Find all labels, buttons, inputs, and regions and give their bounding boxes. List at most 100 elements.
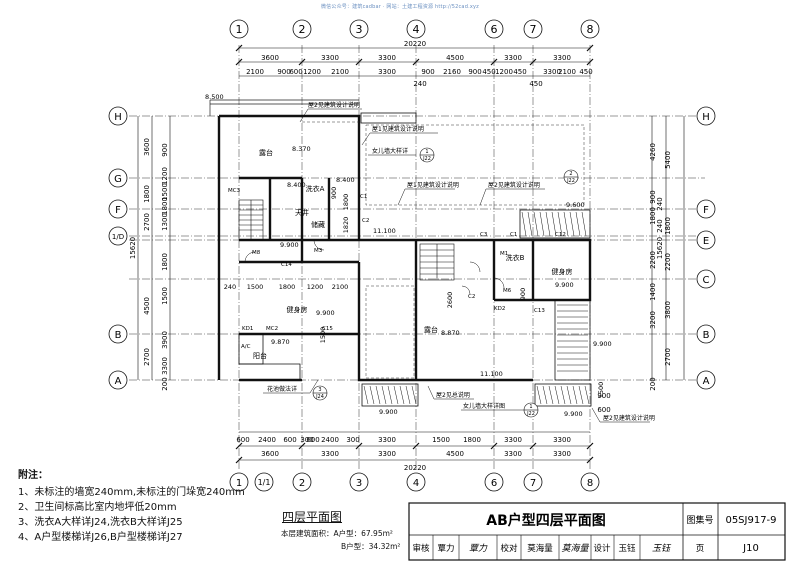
svg-text:900: 900 bbox=[519, 288, 527, 300]
column-bubbles-top bbox=[229, 19, 600, 39]
svg-text:1500: 1500 bbox=[161, 287, 169, 305]
svg-text:审核: 审核 bbox=[412, 543, 430, 554]
detail-reference-bubbles bbox=[312, 147, 579, 418]
svg-text:A: A bbox=[703, 376, 710, 387]
svg-text:1800: 1800 bbox=[279, 283, 296, 291]
svg-text:9.900: 9.900 bbox=[379, 408, 398, 416]
room-patio: 天井 bbox=[295, 208, 309, 217]
svg-text:屋1见建筑设计说明: 屋1见建筑设计说明 bbox=[372, 125, 424, 133]
title-block-text: AB户型四层平面图 图集号 05SJ917-9 审核 覃力 覃力 校对 莫海量 … bbox=[412, 512, 776, 554]
svg-text:8.370: 8.370 bbox=[292, 145, 311, 153]
svg-text:J10: J10 bbox=[742, 543, 759, 554]
svg-text:240: 240 bbox=[413, 80, 426, 88]
svg-text:15620: 15620 bbox=[656, 237, 664, 259]
drawing-title: AB户型四层平面图 bbox=[486, 512, 606, 529]
svg-text:J22: J22 bbox=[566, 178, 575, 184]
col-label: 8 bbox=[587, 478, 593, 489]
svg-text:C14: C14 bbox=[281, 262, 292, 268]
svg-text:8.400: 8.400 bbox=[336, 176, 355, 184]
col-label: 6 bbox=[491, 23, 498, 36]
note-item: 4、A户型楼梯详J26,B户型楼梯详J27 bbox=[18, 532, 183, 543]
svg-text:M6: M6 bbox=[503, 288, 512, 294]
elevation-marks: 8.500 8.370 8.400 8.400 9.900 9.900 9.87… bbox=[205, 93, 612, 418]
svg-text:2700: 2700 bbox=[143, 213, 151, 231]
svg-text:图集号: 图集号 bbox=[686, 514, 713, 526]
svg-text:3300: 3300 bbox=[553, 436, 571, 444]
notes-title: 附注： bbox=[18, 470, 48, 481]
svg-text:300: 300 bbox=[300, 436, 313, 444]
note-item: 2、卫生间标高比室内地坪低20mm bbox=[18, 502, 177, 513]
terrace-dashed bbox=[302, 121, 585, 379]
callout-leaders bbox=[263, 108, 650, 423]
note-item: 1、未标注的墙宽240mm,未标注的门垛宽240mm bbox=[18, 487, 245, 498]
col-1-bubble bbox=[229, 19, 249, 39]
room-terrace-mid: 露台 bbox=[424, 325, 438, 334]
svg-text:3800: 3800 bbox=[664, 301, 672, 319]
svg-text:450: 450 bbox=[529, 80, 542, 88]
svg-text:1: 1 bbox=[529, 404, 532, 410]
svg-text:8.870: 8.870 bbox=[441, 329, 460, 337]
col-label: 7 bbox=[530, 478, 536, 489]
svg-text:240: 240 bbox=[656, 197, 664, 210]
svg-text:3300: 3300 bbox=[553, 54, 571, 62]
svg-text:5400: 5400 bbox=[664, 151, 672, 169]
svg-text:1500: 1500 bbox=[432, 436, 450, 444]
col-8-bubble bbox=[580, 19, 600, 39]
svg-text:9.900: 9.900 bbox=[555, 281, 574, 289]
svg-text:600: 600 bbox=[597, 406, 610, 414]
col-label: 6 bbox=[491, 478, 497, 489]
row-bubbles bbox=[108, 106, 716, 390]
col-4-bubble bbox=[406, 19, 426, 39]
svg-text:3200: 3200 bbox=[649, 311, 657, 329]
watermark: 微信公众号：建筑cadbar · 网站：土建工程资源 http://52cad.… bbox=[320, 4, 480, 10]
svg-text:B: B bbox=[703, 330, 710, 341]
svg-text:3300: 3300 bbox=[543, 68, 561, 76]
svg-text:C2: C2 bbox=[468, 294, 475, 300]
svg-text:9.900: 9.900 bbox=[280, 241, 299, 249]
dimension-lines bbox=[137, 47, 685, 461]
parapets bbox=[360, 112, 592, 407]
svg-text:女儿墙大样详: 女儿墙大样详 bbox=[372, 147, 408, 155]
svg-text:覃力: 覃力 bbox=[437, 543, 454, 554]
svg-text:M3: M3 bbox=[314, 248, 323, 254]
svg-text:C1: C1 bbox=[510, 232, 517, 238]
svg-text:2160: 2160 bbox=[443, 68, 461, 76]
svg-text:3300: 3300 bbox=[504, 54, 522, 62]
svg-text:J22: J22 bbox=[422, 156, 431, 162]
svg-text:C2: C2 bbox=[362, 218, 369, 224]
svg-text:C12: C12 bbox=[555, 232, 566, 238]
svg-text:3300: 3300 bbox=[378, 450, 396, 458]
svg-text:2200: 2200 bbox=[664, 253, 672, 271]
col-label: 8 bbox=[587, 23, 594, 36]
column-bubbles-bottom bbox=[229, 472, 600, 492]
svg-text:M8: M8 bbox=[252, 250, 261, 256]
svg-text:H: H bbox=[702, 112, 710, 123]
svg-text:2600: 2600 bbox=[446, 292, 454, 309]
svg-text:20220: 20220 bbox=[404, 464, 426, 472]
svg-text:300: 300 bbox=[346, 436, 359, 444]
col-label: 1 bbox=[236, 478, 242, 489]
room-gym-a: 健身房 bbox=[287, 305, 308, 314]
svg-text:女儿墙大样详图: 女儿墙大样详图 bbox=[463, 402, 505, 410]
svg-text:页: 页 bbox=[696, 544, 705, 554]
room-wash-a: 洗衣A bbox=[306, 184, 325, 193]
svg-text:屋2见建筑设计说明: 屋2见建筑设计说明 bbox=[603, 414, 655, 422]
svg-text:莫海量: 莫海量 bbox=[561, 543, 589, 554]
col-label: 7 bbox=[530, 23, 537, 36]
svg-text:2100: 2100 bbox=[331, 68, 349, 76]
svg-text:1: 1 bbox=[425, 149, 428, 155]
svg-text:1200: 1200 bbox=[495, 68, 513, 76]
door-swings bbox=[244, 239, 505, 295]
svg-text:8.400: 8.400 bbox=[287, 181, 306, 189]
svg-text:3300: 3300 bbox=[321, 450, 339, 458]
vertical-dimension-text: 15620 3600 1800 2700 4500 2700 900 1200 … bbox=[129, 138, 672, 391]
svg-text:3600: 3600 bbox=[261, 54, 279, 62]
svg-text:2400: 2400 bbox=[258, 436, 276, 444]
callout-text: 屋2见建筑设计说明 屋1见建筑设计说明 女儿墙大样详 屋1见建筑设计说明 屋2见… bbox=[267, 101, 655, 422]
svg-text:600: 600 bbox=[236, 436, 249, 444]
svg-text:校对: 校对 bbox=[500, 543, 518, 554]
svg-text:450: 450 bbox=[579, 68, 592, 76]
col-label: 1/1 bbox=[258, 478, 271, 487]
walls-unit-b bbox=[357, 238, 592, 382]
